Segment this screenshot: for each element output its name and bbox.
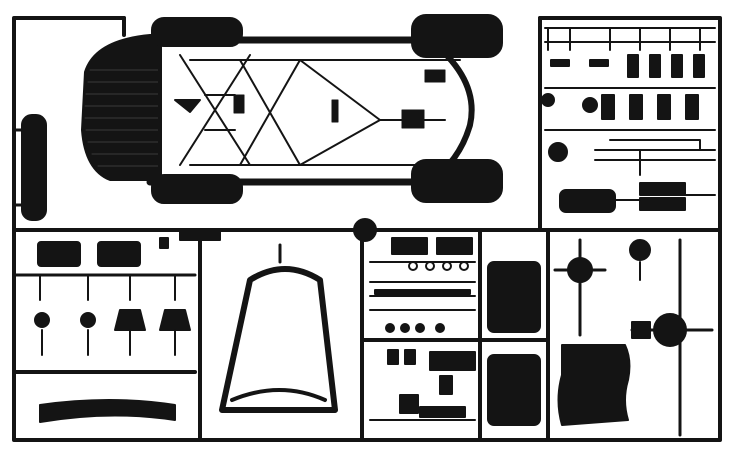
running-board [12, 114, 47, 221]
rear-axle [553, 238, 714, 437]
outer-runner-frame [12, 16, 722, 442]
sprue-gate [353, 218, 377, 242]
fuel-tank [557, 344, 631, 426]
muffler-parts [559, 182, 716, 213]
leaf-springs [12, 231, 221, 423]
radiator-blocks [487, 261, 541, 426]
front-fenders [151, 14, 503, 204]
small-fittings [369, 237, 476, 421]
rear-frame-hoop [219, 243, 338, 413]
suspension-and-shocks [541, 27, 716, 176]
chassis-frame [81, 34, 475, 186]
